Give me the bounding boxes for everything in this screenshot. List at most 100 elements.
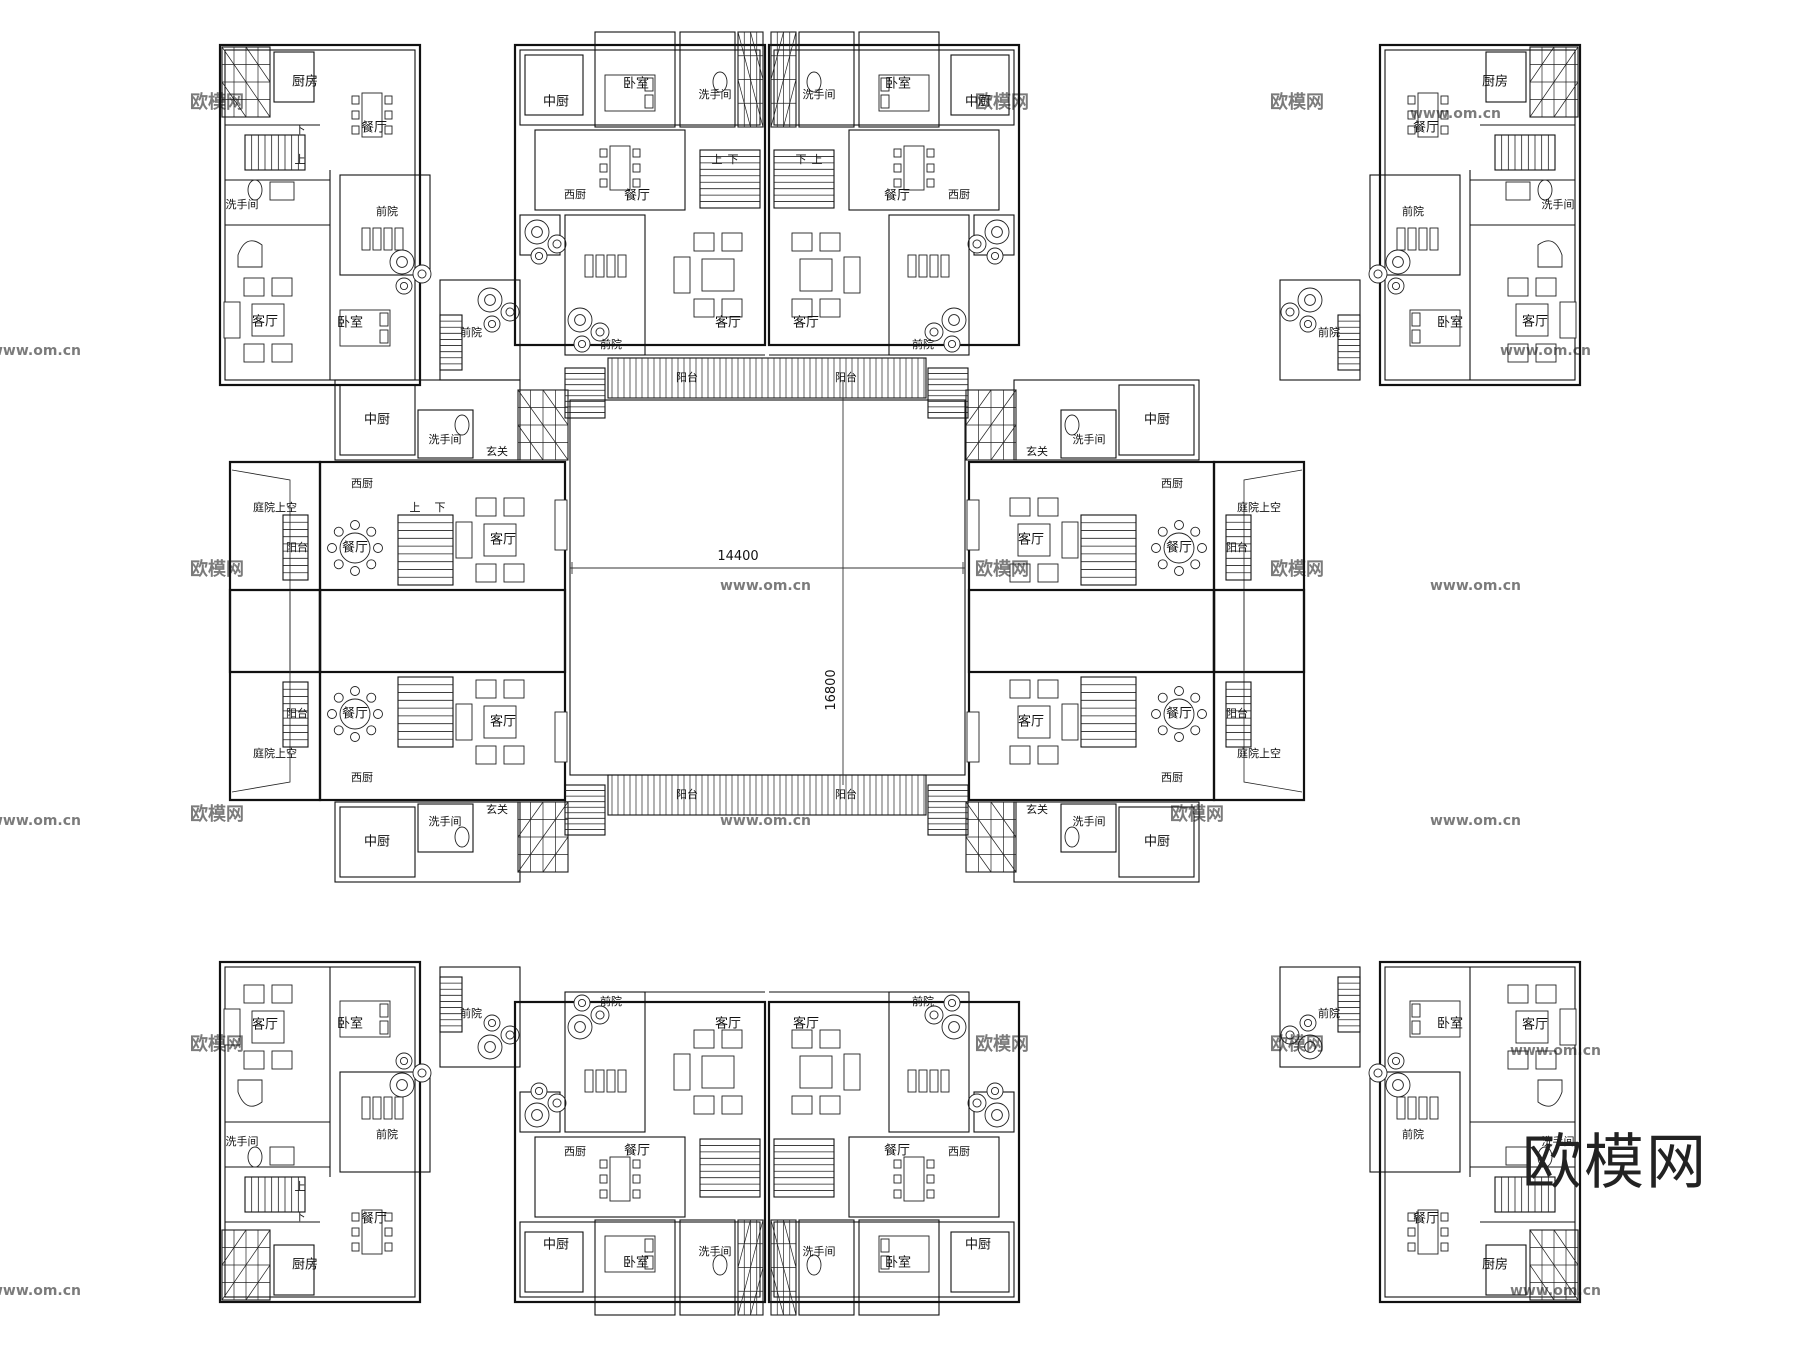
tree-core (574, 1021, 586, 1033)
pillow (644, 1238, 654, 1253)
toilet (1064, 826, 1080, 848)
sofa-set (791, 232, 861, 318)
chair (350, 686, 360, 696)
sofa-set (673, 232, 743, 318)
chair (1440, 125, 1449, 135)
sofa-set (223, 277, 293, 363)
watermarks: 欧模网欧模网欧模网欧模网欧模网欧模网欧模网欧模网欧模网欧模网欧模网www.om.… (0, 91, 1601, 1299)
room-label: 前院 (600, 337, 622, 351)
unit-top-centre (513, 31, 767, 356)
tree-core (1304, 1041, 1316, 1053)
watermark: 欧模网 (975, 91, 1029, 113)
hatch-line (221, 1229, 247, 1266)
chair (599, 1189, 608, 1199)
room-label: 西厨 (1161, 477, 1183, 490)
watermark: 欧模网 (190, 91, 244, 113)
planter-bench (361, 1096, 371, 1120)
unit-middle-left (965, 379, 1306, 674)
tree-core (399, 281, 409, 291)
tree-core (948, 314, 960, 326)
kitchen (950, 1231, 1010, 1293)
armchair (1535, 343, 1557, 363)
pillow (880, 94, 890, 109)
room-label: 阳台 (286, 540, 308, 554)
room-label: 前院 (912, 994, 934, 1008)
planter-bench (907, 1069, 917, 1093)
armchair (243, 1050, 265, 1070)
garden-trees (1368, 249, 1411, 295)
armchair (1037, 563, 1059, 583)
table (1163, 698, 1195, 730)
planter-bench (929, 254, 939, 278)
hatch-pattern (517, 389, 569, 461)
washroom (679, 1219, 736, 1316)
armchair (271, 343, 293, 363)
room-label: 阳台 (835, 787, 857, 801)
garden-trees (967, 219, 1010, 265)
room-label: 卧室 (1437, 1016, 1463, 1032)
room-label: 中厨 (1144, 413, 1170, 428)
room-label: 餐厅 (1166, 706, 1192, 722)
room-label: 餐厅 (884, 1143, 910, 1159)
dining-area (848, 1136, 1000, 1218)
chair (350, 520, 360, 530)
bedroom (594, 31, 676, 128)
pillow (880, 77, 890, 92)
basin (269, 1146, 295, 1166)
planter-bench (617, 1069, 627, 1093)
room-row (519, 1221, 761, 1298)
coffee-table (251, 1010, 285, 1044)
room-label: 前院 (1318, 1006, 1340, 1020)
tree-core (1304, 294, 1316, 306)
room-label: 阳台 (1226, 540, 1248, 554)
garden-trees (389, 1052, 432, 1098)
sofa (455, 521, 473, 559)
chair (632, 163, 641, 173)
room-label: 前院 (1318, 325, 1340, 339)
chair (351, 95, 360, 105)
planter-bench (372, 1096, 382, 1120)
chair (366, 526, 377, 537)
unit-top-centre (767, 991, 1021, 1316)
chair (351, 1212, 360, 1222)
hatch-line (1529, 46, 1555, 83)
coffee-table (701, 258, 735, 292)
hatch-line (965, 836, 992, 873)
outer-wall (1378, 43, 1582, 387)
room-label: 餐厅 (342, 706, 368, 722)
planter-bench (361, 227, 371, 251)
hatch-line (770, 31, 784, 80)
armchair (475, 563, 497, 583)
hatch-line (737, 31, 764, 128)
garden-trees (1280, 287, 1323, 333)
coffee-table (251, 303, 285, 337)
room-label: 餐厅 (624, 188, 650, 204)
room-label: 庭院上空 (253, 746, 297, 760)
room-label: 客厅 (715, 315, 741, 331)
stair (282, 514, 309, 581)
room-label: 中厨 (364, 835, 390, 850)
unit-side-wing (1279, 43, 1582, 387)
kitchen-room (1485, 1244, 1527, 1296)
stair (244, 134, 306, 171)
tree-core (505, 1030, 515, 1040)
bed (1409, 309, 1461, 347)
tree-core (991, 226, 1003, 238)
armchair (1535, 1050, 1557, 1070)
unit-middle-left (965, 588, 1306, 883)
room-label: 玄关 (486, 802, 508, 816)
room-label: 餐厅 (1166, 540, 1192, 556)
stair (699, 1138, 761, 1198)
room-label: 中厨 (543, 95, 569, 110)
room-label: 卧室 (337, 315, 363, 331)
tree-core (505, 307, 515, 317)
hatch-pattern (770, 31, 797, 128)
toilet (454, 826, 470, 848)
pillow (379, 1003, 389, 1018)
chair (327, 543, 337, 553)
hatch-line (750, 1267, 764, 1316)
room-label: 玄关 (1026, 444, 1048, 458)
service-block (334, 379, 521, 461)
chair (333, 692, 344, 703)
chair (351, 1242, 360, 1252)
